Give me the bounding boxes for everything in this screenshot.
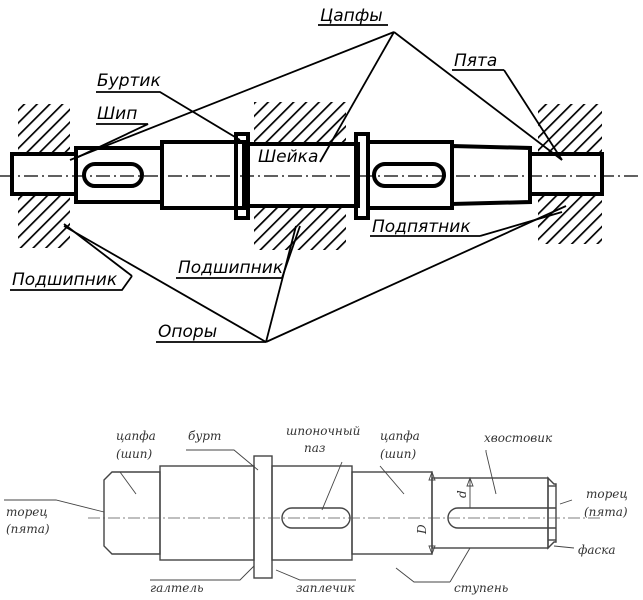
label-shponochny-line2: паз: [304, 441, 325, 455]
label-torets-left-line1: торец: [6, 505, 48, 519]
label-shponochny-line1: шпоночный: [286, 424, 360, 438]
shaft-outline: [10, 132, 604, 220]
keyway-right: [372, 162, 446, 188]
label-pyata: Пята: [454, 51, 497, 71]
label-torets-left-line2: (пята): [6, 522, 50, 536]
label-sheika: Шейка: [258, 147, 318, 167]
dim-d: d: [455, 490, 469, 498]
label-tsapfa2-line2: (шип): [380, 447, 417, 461]
keyway-left: [82, 162, 144, 188]
shaft2-outline: [103, 455, 557, 579]
right-thrust-upper: [538, 104, 602, 152]
top-leader-lines: [10, 24, 567, 343]
label-podpyatnik: Подпятник: [372, 217, 471, 237]
label-burt: бурт: [188, 429, 221, 443]
bottom-shaft-diagram: D d цапфа (шип) бурт шпоночный паз цапфа…: [4, 424, 628, 595]
label-ship: Шип: [97, 104, 137, 124]
top-shaft-diagram: Цапфы Пята Буртик Шип Шейка Подпятник По…: [0, 6, 640, 343]
label-tsapfy: Цапфы: [320, 6, 383, 26]
dim-D: D: [415, 524, 429, 535]
right-thrust-lower: [538, 194, 602, 244]
left-bearing-upper: [18, 104, 70, 152]
center-bearing-lower: [254, 208, 346, 250]
label-torets-right-line1: торец: [586, 487, 628, 501]
label-zaplechik: заплечик: [296, 581, 355, 595]
center-bearing-upper: [254, 102, 346, 142]
label-tsapfa2-line1: цапфа: [380, 429, 420, 443]
label-stupen: ступень: [454, 581, 508, 595]
label-faska: фаска: [578, 543, 616, 557]
left-bearing-lower: [18, 196, 70, 248]
dimension-lines: [428, 470, 474, 556]
label-torets-right-line2: (пята): [584, 505, 628, 519]
bottom-leader-lines: [4, 449, 575, 583]
label-opory: Опоры: [158, 322, 217, 342]
label-tsapfa1-line2: (шип): [116, 447, 153, 461]
label-burtik: Буртик: [97, 71, 161, 91]
label-galtel: галтель: [150, 581, 204, 595]
label-podshipnik-center: Подшипник: [178, 258, 284, 278]
label-khvostovik: хвостовик: [484, 431, 553, 445]
support-blocks: [18, 102, 602, 250]
label-tsapfa1-line1: цапфа: [116, 429, 156, 443]
label-podshipnik-left: Подшипник: [12, 270, 118, 290]
